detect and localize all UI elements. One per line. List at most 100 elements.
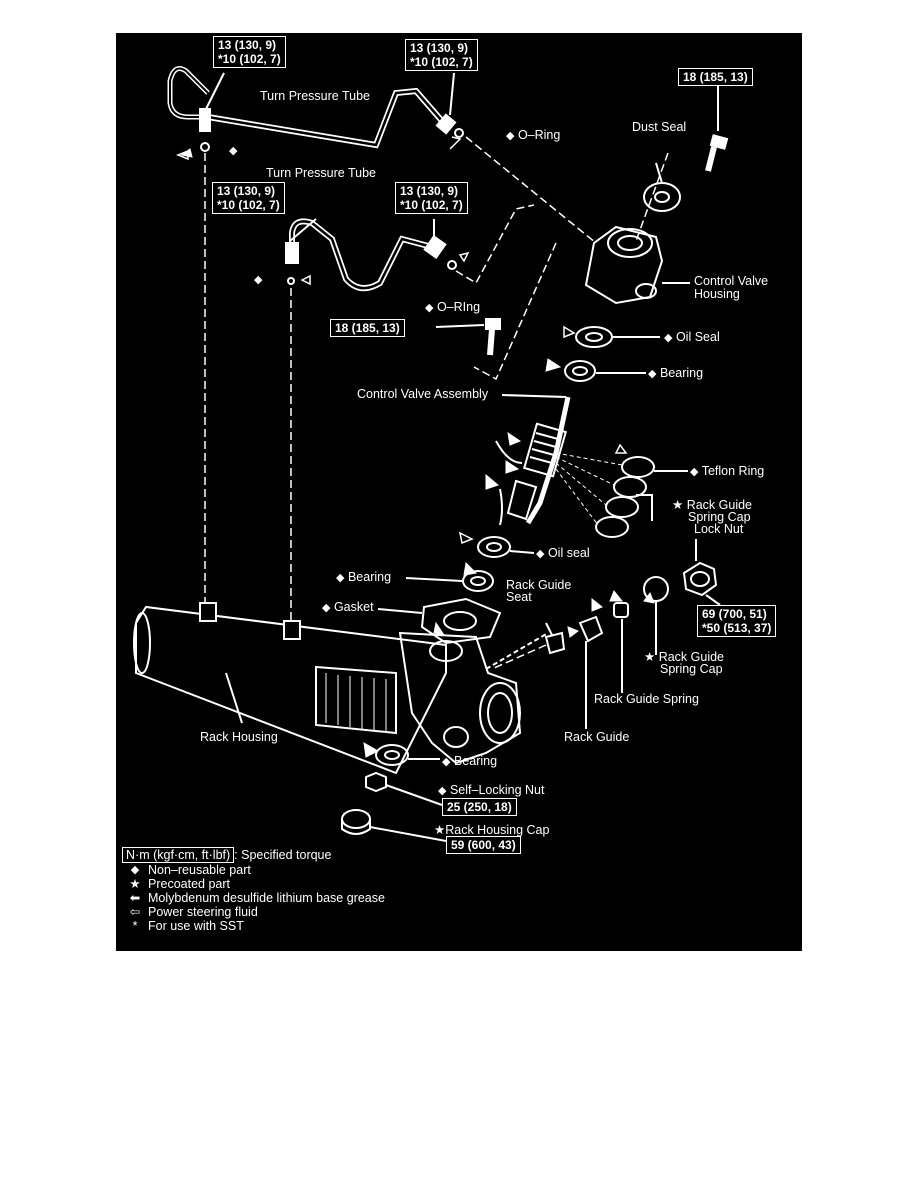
o-ring-left-lower xyxy=(287,277,295,285)
rack-guide-seat xyxy=(544,631,566,655)
label-rack-housing: Rack Housing xyxy=(200,730,278,744)
o-ring-right-lower xyxy=(447,260,457,270)
diagram-drawing xyxy=(133,66,729,842)
label-dust-seal: Dust Seal xyxy=(632,120,687,134)
rack-housing-cap xyxy=(341,809,371,829)
label-rack-guide: Rack Guide xyxy=(564,730,630,744)
label-text: Oil seal xyxy=(547,546,590,560)
diamond-icon: ◆ xyxy=(506,130,515,142)
torque-value: 25 (250, 18) xyxy=(447,800,512,814)
label-text: Housing xyxy=(694,287,740,301)
label-gasket: ◆ Gasket xyxy=(322,601,374,615)
asterisk-icon: * xyxy=(132,919,138,933)
torque-value: 13 (130, 9) xyxy=(217,184,276,198)
torque-value: 13 (130, 9) xyxy=(218,38,277,52)
exploded-diagram: 13 (130, 9) *10 (102, 7) 13 (130, 9) *10… xyxy=(116,33,802,951)
label-text: Bearing xyxy=(347,570,392,584)
label-self-locking-nut: ◆ Self–Locking Nut xyxy=(438,784,544,798)
torque-box-rack-housing-cap: 59 (600, 43) xyxy=(446,836,521,854)
diamond-icon: ◆ xyxy=(442,756,451,768)
bolt-upper xyxy=(705,134,729,172)
torque-sst-value: *50 (513, 37) xyxy=(702,621,772,635)
lower-turn-pressure-tube xyxy=(285,218,447,292)
legend-text: For use with SST xyxy=(148,919,244,933)
torque-box-self-locking-nut: 25 (250, 18) xyxy=(442,798,517,816)
star-icon: ★ xyxy=(129,877,141,891)
rack-guide-spring-cap-lock-nut xyxy=(682,561,718,597)
label-oil-seal-upper: ◆ Oil Seal xyxy=(664,331,720,345)
label-text: Seat xyxy=(506,590,532,604)
torque-box-upper-right: 13 (130, 9) *10 (102, 7) xyxy=(405,39,478,71)
legend-text: Power steering fluid xyxy=(148,905,258,919)
label-text: Rack Guide xyxy=(506,578,572,592)
torque-box-bolt-lower: 18 (185, 13) xyxy=(330,319,405,337)
label-text: Teflon Ring xyxy=(701,464,765,478)
label-oil-seal-lower: ◆ Oil seal xyxy=(536,547,590,561)
label-text: Rack Guide xyxy=(658,650,725,664)
torque-value: 69 (700, 51) xyxy=(702,607,767,621)
diamond-icon: ◆ xyxy=(130,864,140,876)
torque-box-mid-left: 13 (130, 9) *10 (102, 7) xyxy=(212,182,285,214)
o-ring-right-upper xyxy=(454,128,464,138)
hollow-arrow-icon: ⇦ xyxy=(129,905,141,919)
diamond-icon: ◆ xyxy=(322,602,331,614)
torque-value: 13 (130, 9) xyxy=(410,41,469,55)
label-teflon-ring: ◆ Teflon Ring xyxy=(690,465,764,479)
rack-guide-spring xyxy=(613,602,629,618)
teflon-rings xyxy=(555,452,688,538)
legend-torque-key: N·m (kgf·cm, ft·lbf) xyxy=(122,847,235,863)
oil-seal-upper xyxy=(575,326,613,348)
legend-sst: * For use with SST xyxy=(122,919,385,933)
label-text: Rack Housing Cap xyxy=(445,823,550,837)
diamond-icon: ◆ xyxy=(648,368,657,380)
diamond-icon: ◆ xyxy=(690,466,699,478)
diamond-icon: ◆ xyxy=(336,572,345,584)
legend-text: Precoated part xyxy=(148,877,230,891)
gasket xyxy=(420,597,502,645)
label-rack-housing-cap: ★Rack Housing Cap xyxy=(434,824,549,837)
star-icon: ★ xyxy=(672,498,684,512)
bolt-lower xyxy=(485,318,501,356)
torque-box-upper-left: 13 (130, 9) *10 (102, 7) xyxy=(213,36,286,68)
label-text: Bearing xyxy=(659,366,704,380)
diamond-icon: ◆ xyxy=(664,332,673,344)
oil-seal-lower xyxy=(477,536,511,558)
upper-turn-pressure-tube xyxy=(167,66,457,149)
label-control-valve-assembly: Control Valve Assembly xyxy=(357,387,489,401)
torque-value: 18 (185, 13) xyxy=(335,321,400,335)
control-valve-assembly xyxy=(495,394,571,526)
o-ring-left-upper xyxy=(200,142,210,152)
diamond-icon: ◆ xyxy=(425,302,434,314)
control-valve-housing xyxy=(584,225,690,305)
label-text: O–Ring xyxy=(517,128,561,142)
torque-sst-value: *10 (102, 7) xyxy=(410,55,473,69)
label-text: Control Valve xyxy=(694,274,769,288)
diamond-icon: ◆ xyxy=(536,548,545,560)
diamond-icon: ◆ xyxy=(254,274,263,286)
label-text: Lock Nut xyxy=(694,522,744,536)
dust-seal xyxy=(643,182,681,212)
label-text: Rack Guide xyxy=(686,498,753,512)
torque-sst-value: *10 (102, 7) xyxy=(217,198,280,212)
label-bearing-upper: ◆ Bearing xyxy=(648,367,703,381)
legend-fluid: ⇦ Power steering fluid xyxy=(122,905,385,919)
legend-text: Molybdenum desulfide lithium base grease xyxy=(148,891,385,905)
torque-box-bolt-upper: 18 (185, 13) xyxy=(678,68,753,86)
label-text: Spring Cap xyxy=(660,662,723,676)
legend-torque: N·m (kgf·cm, ft·lbf) : Specified torque xyxy=(122,847,385,863)
torque-sst-value: *10 (102, 7) xyxy=(400,198,463,212)
solid-arrow-icon: ⬅ xyxy=(129,891,141,905)
legend-nonreusable: ◆ Non–reusable part xyxy=(122,863,385,877)
label-bearing-middle: ◆ Bearing xyxy=(336,571,391,585)
label-turn-pressure-tube-lower: Turn Pressure Tube xyxy=(266,166,377,180)
torque-value: 18 (185, 13) xyxy=(683,70,748,84)
rack-guide xyxy=(578,615,604,643)
legend-text: Non–reusable part xyxy=(148,863,251,877)
diamond-icon: ◆ xyxy=(438,785,447,797)
legend-grease: ⬅ Molybdenum desulfide lithium base grea… xyxy=(122,891,385,905)
bearing-middle xyxy=(462,570,494,592)
label-text: Gasket xyxy=(333,600,374,614)
